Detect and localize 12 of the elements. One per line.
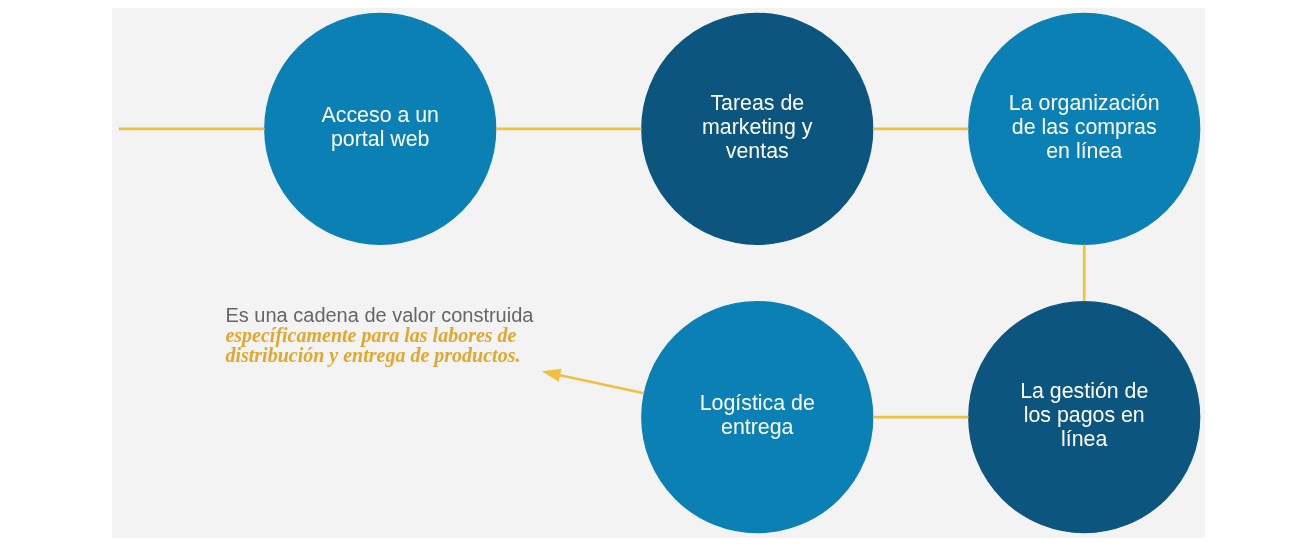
connector: [872, 127, 968, 131]
connector: [495, 127, 642, 131]
node-circle: Acceso a un portal web: [263, 12, 496, 245]
node-circle: La gestión de los pagos en línea: [967, 301, 1200, 534]
connector: [1082, 244, 1086, 302]
node-circle: La organización de las compras en línea: [967, 12, 1200, 245]
node-text: Es una cadena de valor construida específicamente para las labores de distribución y entrega de productos.: [224, 303, 533, 366]
node-circle: Logística de entrega: [640, 301, 873, 534]
connector: [118, 127, 265, 131]
arrow: [541, 368, 644, 395]
node-circle: Tareas de marketing y ventas: [640, 12, 873, 245]
connector: [872, 415, 968, 419]
